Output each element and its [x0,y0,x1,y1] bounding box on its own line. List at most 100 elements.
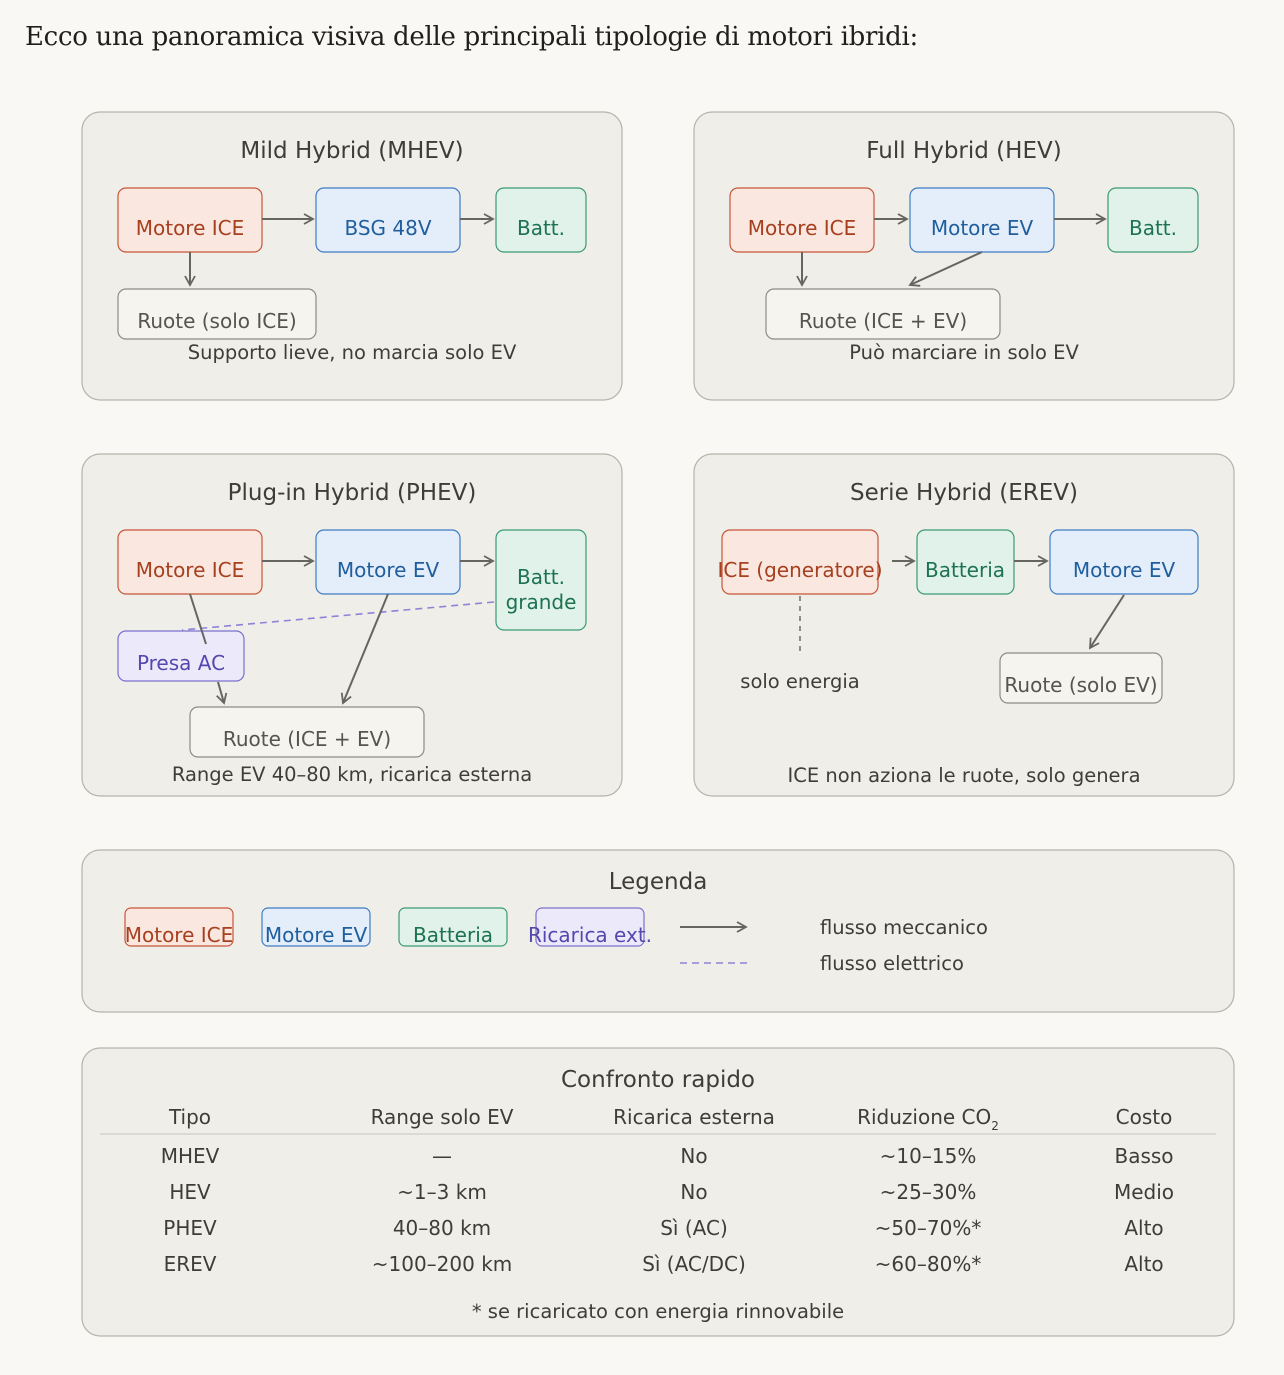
legend-battery-swatch: Batteria [398,907,508,947]
mhev-panel: Mild Hybrid (MHEV) Motore ICE BSG 48V Ba… [81,111,623,401]
legend-panel: Legenda Motore ICE Motore EV Batteria Ri… [81,849,1235,1013]
svg-text:Motore ICE: Motore ICE [125,923,234,947]
comparison-header-row: Tipo Range solo EV Ricarica esterna Ridu… [168,1105,1172,1133]
svg-text:~100–200 km: ~100–200 km [372,1252,513,1276]
svg-text:~60–80%*: ~60–80%* [875,1252,982,1276]
phev-battery-box: Batt. grande [495,529,587,631]
svg-text:Ruote (ICE + EV): Ruote (ICE + EV) [799,309,967,333]
col-header-co2: Riduzione CO2 [857,1105,999,1133]
col-header-type: Tipo [168,1105,211,1129]
mhev-bsg-box: BSG 48V [315,187,461,253]
svg-text:40–80 km: 40–80 km [393,1216,491,1240]
svg-text:Batteria: Batteria [925,558,1005,582]
svg-text:Ruote (solo ICE): Ruote (solo ICE) [137,309,296,333]
svg-text:Medio: Medio [1114,1180,1174,1204]
legend-electric-label: flusso elettrico [820,952,964,975]
svg-text:PHEV: PHEV [163,1216,217,1240]
svg-text:Motore EV: Motore EV [337,558,440,582]
svg-text:BSG 48V: BSG 48V [344,216,431,240]
phev-electric-charge-line [181,601,495,631]
svg-text:Motore ICE: Motore ICE [136,216,245,240]
phev-plug-box: Presa AC [117,630,245,682]
mhev-title: Mild Hybrid (MHEV) [240,138,463,164]
svg-text:Motore ICE: Motore ICE [136,558,245,582]
svg-text:Ruote (ICE + EV): Ruote (ICE + EV) [223,727,391,751]
phev-wheels-box: Ruote (ICE + EV) [189,706,425,758]
phev-ev-box: Motore EV [315,529,461,595]
intro-text: Ecco una panoramica visiva delle princip… [25,22,918,52]
legend-mechanical-label: flusso meccanico [820,916,988,939]
phev-arrow-ice-wheels [216,681,228,705]
svg-text:EREV: EREV [164,1252,217,1276]
legend-title: Legenda [609,869,708,895]
svg-text:grande: grande [506,590,577,614]
table-row: PHEV 40–80 km Sì (AC) ~50–70%* Alto [163,1216,1163,1240]
svg-text:Motore EV: Motore EV [265,923,368,947]
svg-text:Motore EV: Motore EV [931,216,1034,240]
svg-text:MHEV: MHEV [161,1144,220,1168]
svg-text:~25–30%: ~25–30% [880,1180,977,1204]
mhev-wheels-box: Ruote (solo ICE) [117,288,317,340]
legend-ice-swatch: Motore ICE [124,907,234,947]
legend-charge-swatch: Ricarica ext. [528,907,652,947]
hev-ice-box: Motore ICE [729,187,875,253]
erev-panel: Serie Hybrid (EREV) ICE (generatore) Bat… [693,453,1235,797]
phev-caption: Range EV 40–80 km, ricarica esterna [172,763,532,786]
phev-title: Plug-in Hybrid (PHEV) [228,480,477,506]
svg-text:No: No [680,1180,707,1204]
hev-ev-box: Motore EV [909,187,1055,253]
hev-panel: Full Hybrid (HEV) Motore ICE Motore EV B… [693,111,1235,401]
svg-text:Presa AC: Presa AC [137,651,225,675]
erev-energy-note: solo energia [740,670,859,693]
phev-ice-box: Motore ICE [117,529,263,595]
col-header-charging: Ricarica esterna [613,1105,775,1129]
phev-ice-shaft [189,593,207,645]
erev-arrow-ev-wheels [1088,594,1125,650]
svg-text:Motore EV: Motore EV [1073,558,1176,582]
svg-text:No: No [680,1144,707,1168]
hev-title: Full Hybrid (HEV) [866,138,1061,164]
mhev-ice-box: Motore ICE [117,187,263,253]
svg-text:Motore ICE: Motore ICE [748,216,857,240]
table-row: HEV ~1–3 km No ~25–30% Medio [169,1180,1174,1204]
erev-caption: ICE non aziona le ruote, solo genera [787,764,1140,787]
hev-wheels-box: Ruote (ICE + EV) [765,288,1001,340]
svg-text:Ricarica ext.: Ricarica ext. [528,923,652,947]
mhev-caption: Supporto lieve, no marcia solo EV [188,341,517,364]
svg-text:ICE (generatore): ICE (generatore) [717,558,882,582]
svg-text:Batt.: Batt. [517,565,565,589]
svg-text:~50–70%*: ~50–70%* [875,1216,982,1240]
svg-text:Alto: Alto [1124,1252,1163,1276]
svg-text:Sì (AC): Sì (AC) [660,1216,728,1240]
svg-text:Basso: Basso [1114,1144,1173,1168]
svg-text:—: — [432,1144,452,1168]
col-header-range: Range solo EV [371,1105,514,1129]
hev-battery-box: Batt. [1107,187,1199,253]
erev-wheels-box: Ruote (solo EV) [999,652,1163,704]
erev-generator-box: ICE (generatore) [717,529,883,595]
svg-text:Alto: Alto [1124,1216,1163,1240]
erev-title: Serie Hybrid (EREV) [850,480,1078,506]
svg-text:HEV: HEV [169,1180,211,1204]
hev-caption: Può marciare in solo EV [849,341,1079,364]
hev-arrow-ev-wheels [908,251,983,287]
comparison-footnote: * se ricaricato con energia rinnovabile [472,1300,844,1323]
erev-battery-box: Batteria [916,529,1015,595]
svg-text:~10–15%: ~10–15% [880,1144,977,1168]
erev-ev-box: Motore EV [1049,529,1199,595]
col-header-cost: Costo [1116,1105,1173,1129]
svg-text:~1–3 km: ~1–3 km [397,1180,487,1204]
svg-text:Batt.: Batt. [1129,216,1177,240]
comparison-panel: Confronto rapido Tipo Range solo EV Rica… [81,1047,1235,1337]
table-row: MHEV — No ~10–15% Basso [161,1144,1174,1168]
legend-ev-swatch: Motore EV [261,907,371,947]
svg-text:Batt.: Batt. [517,216,565,240]
svg-text:Ruote (solo EV): Ruote (solo EV) [1004,673,1157,697]
phev-arrow-ev-wheels [340,593,389,705]
phev-panel: Plug-in Hybrid (PHEV) Motore ICE Motore … [81,453,623,797]
comparison-title: Confronto rapido [561,1067,755,1093]
table-row: EREV ~100–200 km Sì (AC/DC) ~60–80%* Alt… [164,1252,1164,1276]
svg-text:Batteria: Batteria [413,923,493,947]
mhev-battery-box: Batt. [495,187,587,253]
